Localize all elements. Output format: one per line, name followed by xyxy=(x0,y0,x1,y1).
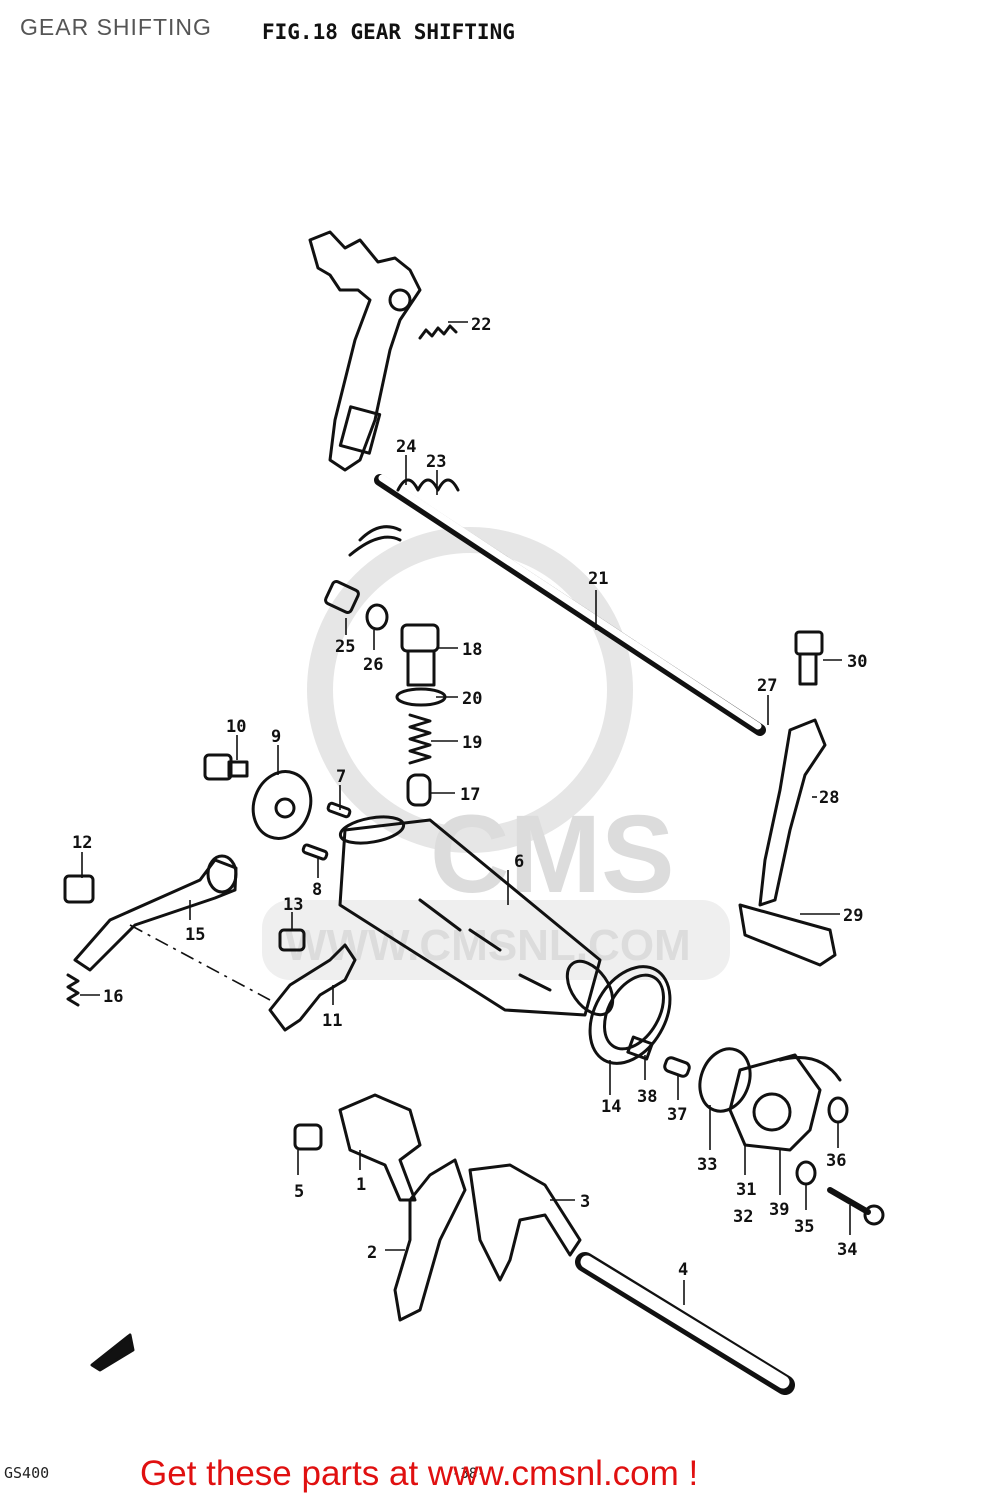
promo-link[interactable]: Get these parts at www.cmsnl.com ! xyxy=(140,1454,699,1493)
part-label-5: 5 xyxy=(294,1182,304,1202)
part-label-4: 4 xyxy=(678,1260,688,1280)
arm-window xyxy=(338,405,382,455)
part-label-16: 16 xyxy=(103,987,123,1007)
shift-fork-2 xyxy=(393,1158,467,1322)
part-label-15: 15 xyxy=(185,925,205,945)
part-label-9: 9 xyxy=(271,727,281,747)
part-label-23: 23 xyxy=(426,452,446,472)
part-label-11: 11 xyxy=(322,1011,342,1031)
part-label-36: 36 xyxy=(826,1151,846,1171)
shift-fork-3 xyxy=(468,1163,582,1282)
part-label-35: 35 xyxy=(794,1217,814,1237)
part-label-14: 14 xyxy=(601,1097,621,1117)
part-label-17: 17 xyxy=(460,785,480,805)
part-label-29: 29 xyxy=(843,906,863,926)
shift-lever xyxy=(758,718,827,907)
part-label-3: 3 xyxy=(580,1192,590,1212)
figure-title: FIG.18 GEAR SHIFTING xyxy=(262,20,515,44)
part-label-24: 24 xyxy=(396,437,416,457)
gear-shift-cam-driven-gear xyxy=(73,858,238,972)
part-label-32: 32 xyxy=(733,1207,753,1227)
part-label-1: 1 xyxy=(356,1175,366,1195)
page-number: -38- xyxy=(452,1466,486,1482)
part-label-19: 19 xyxy=(462,733,482,753)
part-label-33: 33 xyxy=(697,1155,717,1175)
bearing xyxy=(588,965,672,1065)
shift-fork-1 xyxy=(338,1093,422,1202)
part-label-13: 13 xyxy=(283,895,303,915)
part-label-38: 38 xyxy=(637,1087,657,1107)
part-label-26: 26 xyxy=(363,655,383,675)
part-label-20: 20 xyxy=(462,689,482,709)
part-labels: 1 2 3 4 5 6 7 8 9 10 11 12 13 14 15 16 1… xyxy=(72,315,867,1280)
part-label-31: 31 xyxy=(736,1180,756,1200)
part-label-28: 28 xyxy=(819,788,839,808)
gear-position-cover xyxy=(728,1053,822,1152)
part-label-10: 10 xyxy=(226,717,246,737)
part-label-2: 2 xyxy=(367,1243,377,1263)
page-title: GEAR SHIFTING xyxy=(20,14,212,40)
part-label-12: 12 xyxy=(72,833,92,853)
spring-23-shape xyxy=(396,478,460,492)
part-label-27: 27 xyxy=(757,676,777,696)
watermark-brand: CMS xyxy=(430,793,674,916)
part-label-25: 25 xyxy=(335,637,355,657)
spring-22-shape xyxy=(418,324,458,340)
part-label-30: 30 xyxy=(847,652,867,672)
part-label-18: 18 xyxy=(462,640,482,660)
part-label-37: 37 xyxy=(667,1105,687,1125)
part-label-7: 7 xyxy=(336,767,346,787)
part-label-39: 39 xyxy=(769,1200,789,1220)
part-label-34: 34 xyxy=(837,1240,857,1260)
part-label-22: 22 xyxy=(471,315,491,335)
parts-diagram: CMS WWW.CMSNL.COM xyxy=(63,230,885,1395)
part-label-6: 6 xyxy=(514,852,524,872)
shift-drum xyxy=(338,818,602,1017)
model-code: GS400 xyxy=(4,1464,50,1482)
front-arrow-icon xyxy=(90,1333,135,1372)
shift-arm-plate xyxy=(308,230,422,472)
shift-pedal-rubber xyxy=(738,903,837,967)
part-label-8: 8 xyxy=(312,880,322,900)
part-label-21: 21 xyxy=(588,569,608,589)
